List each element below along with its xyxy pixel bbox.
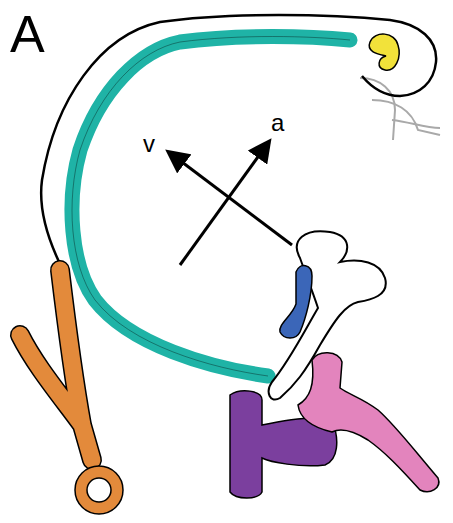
head-structure — [369, 34, 399, 70]
gray-outline — [360, 78, 395, 140]
gray-outline — [392, 120, 440, 128]
orange-structure — [20, 270, 92, 460]
panel-letter: A — [10, 8, 45, 60]
axis-arrow — [180, 143, 268, 265]
body-outline — [41, 15, 436, 268]
axis-label: v — [143, 132, 155, 156]
axis-arrow — [170, 153, 292, 245]
blue-structure — [280, 266, 312, 338]
orange-ring — [75, 466, 123, 514]
gray-outline — [372, 100, 440, 135]
pink-structure — [298, 353, 439, 492]
axis-label: a — [271, 111, 284, 135]
